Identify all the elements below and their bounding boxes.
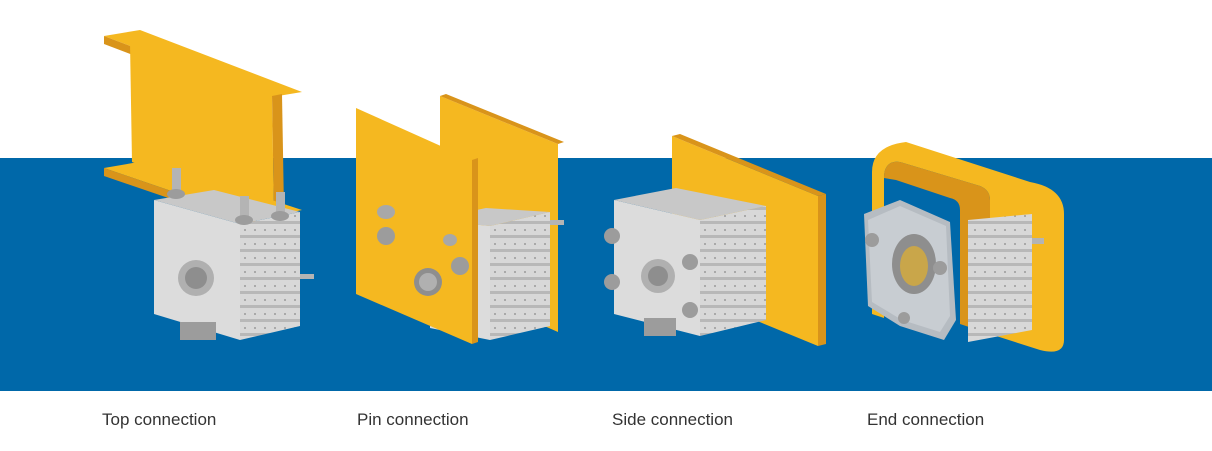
caption-top-connection: Top connection — [102, 410, 217, 429]
caption-pin-connection: Pin connection — [357, 410, 469, 429]
pin-connection-icon — [356, 94, 564, 344]
top-connection-icon — [104, 30, 314, 340]
side-connection-icon — [604, 134, 826, 346]
caption-side-connection: Side connection — [612, 410, 733, 429]
end-connection-icon — [864, 142, 1064, 352]
caption-end-connection: End connection — [867, 410, 985, 429]
